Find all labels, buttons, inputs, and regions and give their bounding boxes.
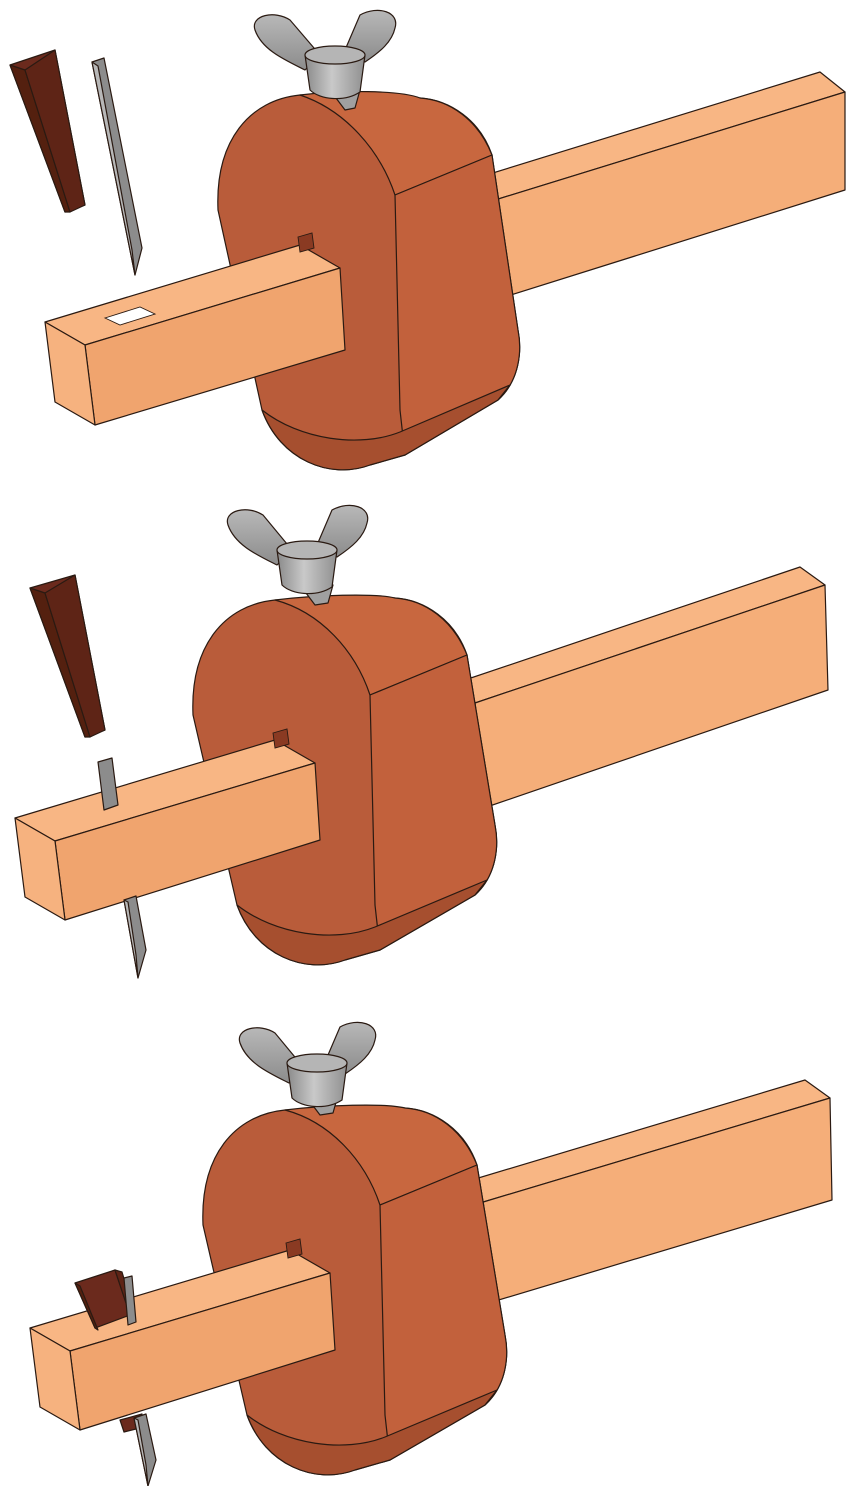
fence-mortise [297, 232, 315, 253]
wedge [29, 574, 106, 738]
fence-mortise [272, 728, 290, 749]
fence-body [217, 90, 521, 471]
wing-nut [226, 504, 369, 606]
wedge [9, 49, 86, 213]
wing-nut [238, 1021, 377, 1116]
cutter [97, 757, 147, 979]
wing-nut [253, 9, 397, 111]
beam-rear [469, 71, 846, 301]
beam-front [14, 728, 321, 921]
beam-rear [454, 1079, 833, 1306]
beam-front [44, 232, 346, 426]
mortise-slot [103, 306, 157, 326]
cutter [91, 57, 143, 276]
fence-body [192, 594, 498, 966]
panel-step-2 [14, 504, 829, 979]
beam-rear [449, 566, 829, 811]
cutter [119, 1275, 157, 1486]
fence-mortise [285, 1238, 303, 1259]
panel-step-1 [9, 9, 846, 471]
panel-step-3 [29, 1021, 833, 1486]
beam-front [29, 1238, 336, 1431]
fence-body [202, 1104, 508, 1476]
